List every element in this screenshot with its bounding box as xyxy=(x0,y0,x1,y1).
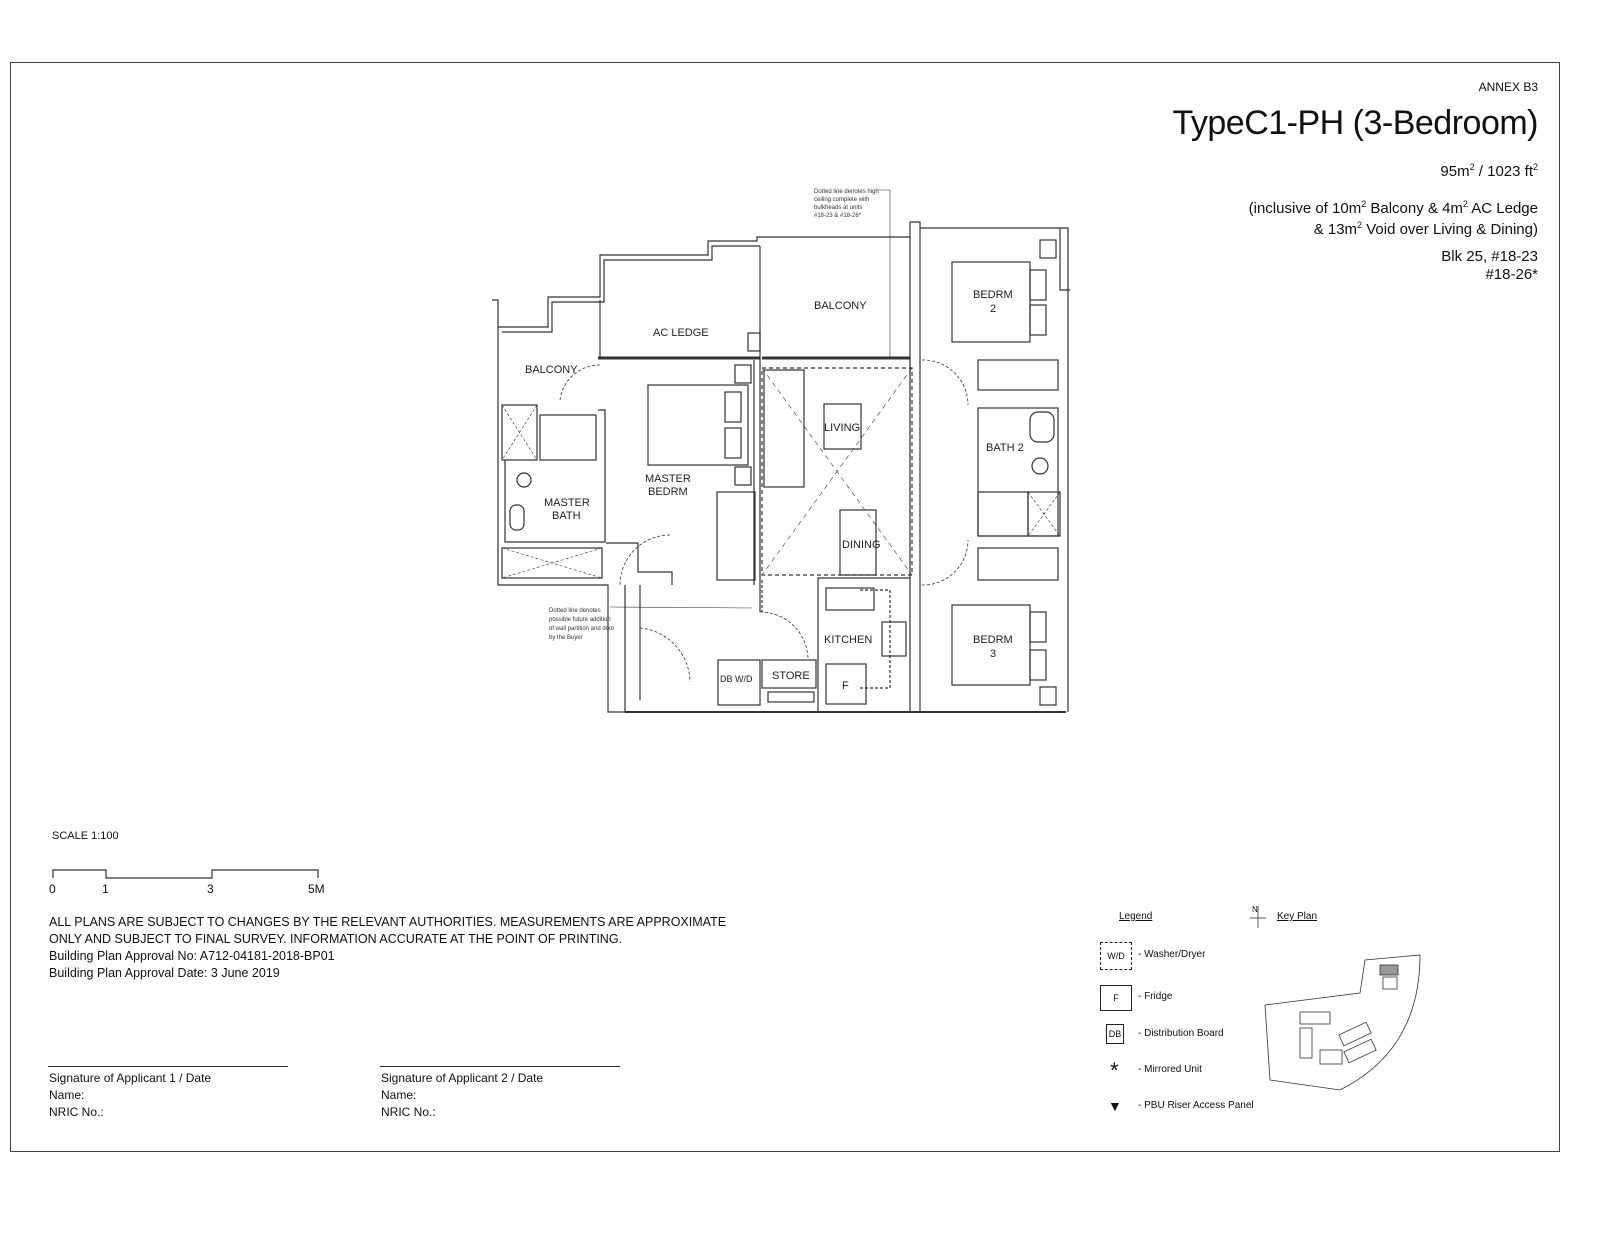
note-ceiling-1: Dotted line denotes high xyxy=(814,189,879,195)
fridge-label: F xyxy=(842,680,849,692)
legend-distribution-board: - Distribution Board xyxy=(1138,1028,1224,1039)
approval-date: Building Plan Approval Date: 3 June 2019 xyxy=(49,966,280,980)
walls xyxy=(492,189,1070,713)
fridge-symbol: F xyxy=(1100,985,1132,1011)
legend-heading: Legend xyxy=(1119,911,1153,922)
scale-tick-0: 0 xyxy=(49,882,56,896)
note-partition-2: possible future addition xyxy=(549,617,611,623)
note-partition-1: Dotted line denotes xyxy=(549,608,601,614)
legend-mirrored-unit: - Mirrored Unit xyxy=(1138,1064,1202,1075)
room-label-store: STORE xyxy=(772,670,810,682)
room-label-master-bedrm: MASTER xyxy=(645,473,691,485)
washer-dryer-symbol: W/D xyxy=(1100,942,1132,970)
mirrored-unit-symbol: * xyxy=(1110,1058,1119,1083)
note-ceiling-4: #18-23 & #18-26* xyxy=(814,213,862,219)
room-label-bedrm2-num: 2 xyxy=(990,303,996,315)
scale-tick-5: 5M xyxy=(308,882,325,896)
room-label-ac-ledge: AC LEDGE xyxy=(653,327,709,339)
unit-area: 95m2 / 1023 ft2 xyxy=(1440,162,1538,180)
note-partition-3: of wall partition and door xyxy=(549,626,614,632)
page-border xyxy=(10,62,1560,1152)
db-wd-label: DB W/D xyxy=(720,674,753,684)
riser-panel-symbol: ▼ xyxy=(1108,1098,1122,1114)
scale-tick-3: 3 xyxy=(207,882,214,896)
signature-line-1 xyxy=(48,1066,288,1067)
legend-washer-dryer: - Washer/Dryer xyxy=(1138,949,1206,960)
signature-line-2 xyxy=(380,1066,620,1067)
legend-fridge: - Fridge xyxy=(1138,991,1173,1002)
room-label-bath2: BATH 2 xyxy=(986,442,1024,454)
distribution-board-symbol: DB xyxy=(1106,1024,1124,1044)
key-plan-map xyxy=(1250,906,1421,1091)
room-label-bedrm3: BEDRM xyxy=(973,634,1013,646)
room-label-bedrm3-num: 3 xyxy=(990,648,996,660)
unit-type-title: TypeC1-PH (3-Bedroom) xyxy=(1172,104,1538,142)
room-label-bedrm2: BEDRM xyxy=(973,289,1013,301)
key-plan-heading: Key Plan xyxy=(1277,911,1318,922)
room-label-dining: DINING xyxy=(842,539,881,551)
scale-bar xyxy=(52,869,319,879)
room-label-living: LIVING xyxy=(824,422,860,434)
north-label: N xyxy=(1252,905,1258,914)
room-label-balcony: BALCONY xyxy=(814,300,867,312)
disclaimer: ALL PLANS ARE SUBJECT TO CHANGES BY THE … xyxy=(49,915,727,980)
room-label-kitchen: KITCHEN xyxy=(824,634,872,646)
room-label-master-bedrm-2: BEDRM xyxy=(648,486,688,498)
note-ceiling-3: bulkheads at units xyxy=(814,205,862,211)
annex-label: ANNEX B3 xyxy=(1478,80,1538,94)
unit-numbers: Blk 25, #18-23 #18-26* xyxy=(1441,248,1538,283)
scale-label: SCALE 1:100 xyxy=(52,830,119,842)
room-label-master-bath-2: BATH xyxy=(552,510,581,522)
scale-tick-1: 1 xyxy=(102,882,109,896)
approval-number: Building Plan Approval No: A712-04181-20… xyxy=(49,949,335,963)
note-partition-4: by the Buyer xyxy=(549,635,583,641)
note-ceiling-2: ceiling complete with xyxy=(814,197,869,203)
room-label-master-bath: MASTER xyxy=(544,497,590,509)
area-inclusions: (inclusive of 10m2 Balcony & 4m2 AC Ledg… xyxy=(1248,199,1538,238)
legend-pbu-riser: - PBU Riser Access Panel xyxy=(1138,1100,1254,1111)
room-label-balcony-left: BALCONY xyxy=(525,364,578,376)
